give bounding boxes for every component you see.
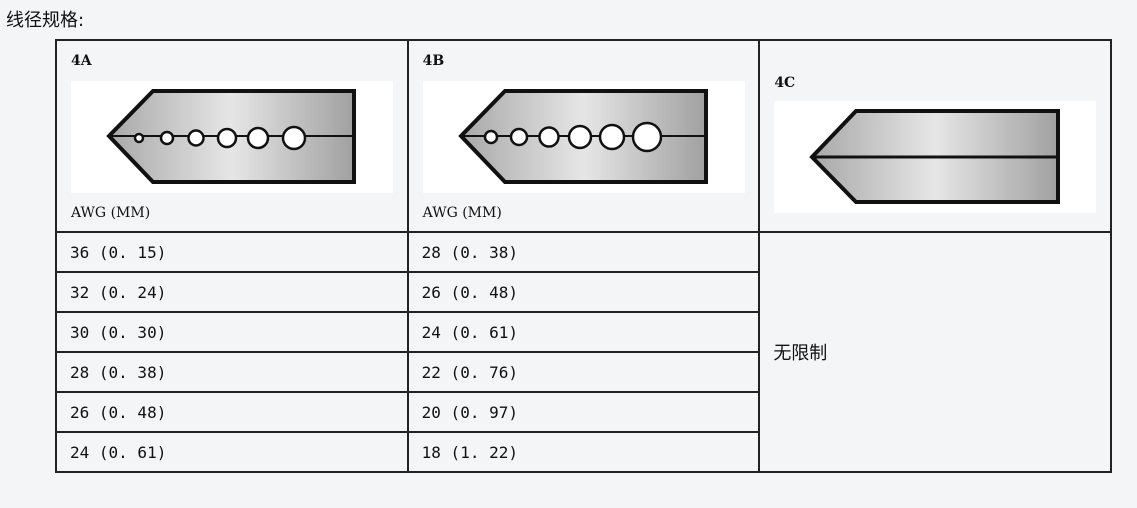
header-4c: 4C: [758, 39, 1112, 233]
table-row: 32 (0. 24)26 (0. 48): [55, 271, 1111, 313]
header-4a: 4A AWG (MM): [55, 39, 409, 233]
table-row: 30 (0. 30)24 (0. 61): [55, 311, 1111, 353]
gauge-cell-a: 24 (0. 61): [55, 431, 409, 473]
section-title: 线径规格:: [6, 10, 85, 31]
blade-label: 4B: [422, 53, 445, 69]
gauge-cell-a: 26 (0. 48): [55, 391, 409, 433]
gauge-cell-a: 36 (0. 15): [55, 231, 409, 273]
gauge-cell-b: 20 (0. 97): [406, 391, 761, 433]
gauge-cell-b: 28 (0. 38): [406, 231, 761, 273]
blade-4b-image: [422, 81, 745, 193]
blade-label: 4C: [774, 75, 796, 91]
gauge-cell-a: 30 (0. 30): [55, 311, 409, 353]
table-row: 36 (0. 15)28 (0. 38)无限制: [55, 231, 1112, 473]
gauge-cell-b: 26 (0. 48): [406, 271, 761, 313]
gauge-cell-b: 24 (0. 61): [406, 311, 761, 353]
gauge-cell-b: 22 (0. 76): [406, 351, 761, 393]
unlimited-cell: 无限制: [758, 231, 1112, 473]
unit-label: AWG (MM): [422, 205, 502, 221]
table-row: 24 (0. 61)18 (1. 22): [55, 431, 1111, 473]
blade-4a-image: [71, 81, 393, 193]
header-4b: 4B AWG (MM): [406, 39, 761, 233]
blade-label: 4A: [71, 53, 92, 69]
header-row: 4A AWG (MM) 4B: [55, 39, 1112, 233]
table-row: 28 (0. 38)22 (0. 76): [55, 351, 1111, 393]
unit-label: AWG (MM): [71, 205, 151, 221]
gauge-cell-a: 28 (0. 38): [55, 351, 409, 393]
gauge-cell-a: 32 (0. 24): [55, 271, 409, 313]
gauge-cell-b: 18 (1. 22): [406, 431, 761, 473]
table-row: 26 (0. 48)20 (0. 97): [55, 391, 1111, 433]
blade-4c-image: [774, 101, 1097, 213]
wire-gauge-table: 4A AWG (MM) 4B: [55, 39, 1112, 473]
